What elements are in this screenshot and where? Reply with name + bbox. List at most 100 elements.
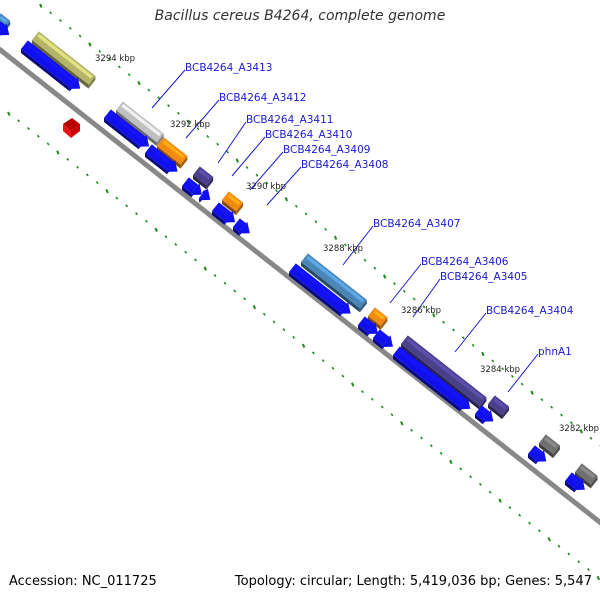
- tick-dot: [115, 196, 119, 200]
- gene-label-a3412: BCB4264_A3412: [219, 92, 306, 104]
- kbp-label: 3282 kbp: [559, 424, 599, 434]
- tick-dot: [108, 57, 112, 61]
- tick-dot: [39, 3, 43, 8]
- tick-dot: [528, 521, 531, 525]
- tick-dot: [560, 413, 563, 417]
- tick-dot: [194, 258, 197, 262]
- tick-dot: [272, 320, 276, 324]
- tick-dot: [471, 343, 475, 347]
- tick-dot: [56, 150, 60, 155]
- kbp-label: 3290 kbp: [246, 182, 286, 192]
- tick-dot: [478, 482, 482, 486]
- tick-dot: [461, 336, 465, 340]
- tick-dot: [363, 258, 367, 262]
- tick-dot: [235, 158, 240, 163]
- tick-dot: [400, 421, 404, 426]
- tick-dot: [262, 312, 266, 316]
- tick-dot: [206, 135, 210, 138]
- tick-dot: [331, 366, 335, 370]
- tick-dot: [78, 34, 82, 38]
- tick-dot: [520, 382, 524, 386]
- tick-dot: [361, 390, 364, 394]
- tick-dot: [164, 235, 168, 239]
- gene-label-phna1: phnA1: [538, 346, 572, 358]
- cds-arrow: [104, 109, 150, 150]
- tick-dot: [537, 529, 541, 533]
- darkgrey-feature: [539, 434, 560, 459]
- tick-dot: [518, 513, 522, 517]
- tick-dot: [481, 351, 485, 357]
- red-feature: [63, 118, 80, 138]
- gene-labels: BCB4264_A3413 BCB4264_A3412 BCB4264_A341…: [151, 62, 574, 393]
- tick-dot: [380, 405, 384, 409]
- tick-dot: [540, 398, 544, 402]
- tick-dot: [95, 181, 99, 185]
- tick-dot: [596, 575, 600, 581]
- tick-dot: [301, 343, 306, 349]
- tick-dot: [343, 243, 347, 247]
- tick-dot: [137, 81, 141, 86]
- tick-dot: [167, 104, 170, 108]
- leader-line: [185, 99, 220, 139]
- tick-dot: [498, 498, 502, 503]
- cds-arrow: [0, 21, 10, 37]
- tick-dot: [547, 537, 551, 542]
- tick-dot: [353, 251, 357, 255]
- gene-label-a3405: BCB4264_A3405: [440, 271, 527, 283]
- tick-dot: [233, 289, 237, 293]
- leader-line: [454, 312, 487, 353]
- leader-line: [266, 166, 302, 206]
- tick-dot: [311, 351, 315, 355]
- tick-dot: [174, 243, 178, 246]
- tick-dot: [59, 19, 62, 22]
- tick-dot: [410, 428, 414, 432]
- tick-dot: [469, 475, 473, 479]
- tick-dot: [49, 11, 53, 15]
- leader-line: [507, 353, 539, 393]
- gene-label-a3413: BCB4264_A3413: [185, 62, 272, 74]
- leader-line: [342, 225, 374, 266]
- kbp-labels: 3294 kbp 3292 kbp 3290 kbp 3288 kbp 3286…: [95, 54, 599, 434]
- tick-dot: [213, 274, 217, 277]
- gene-label-a3407: BCB4264_A3407: [373, 218, 460, 230]
- leader-line: [231, 136, 266, 177]
- kbp-label: 3284 kbp: [480, 365, 520, 375]
- tick-dot: [557, 544, 561, 548]
- tick-dot: [579, 429, 583, 434]
- tick-dot: [226, 150, 229, 154]
- cds-arrow: [475, 405, 494, 425]
- tick-dot: [243, 297, 247, 301]
- tick-dot: [422, 305, 426, 309]
- tick-dot: [7, 111, 11, 116]
- tick-dot: [432, 313, 436, 318]
- tick-dot: [17, 119, 21, 123]
- tick-dot: [255, 173, 259, 177]
- tick-dot: [488, 490, 492, 494]
- tick-dot: [117, 65, 121, 69]
- tick-dot: [216, 142, 220, 146]
- tick-dot: [587, 568, 590, 571]
- cds-arrow: [373, 329, 393, 350]
- tick-dot: [154, 227, 158, 233]
- cds-arrow: [393, 346, 471, 412]
- tick-dot: [452, 328, 455, 332]
- steel-feature: [301, 253, 367, 313]
- tick-dot: [275, 189, 279, 193]
- leader-line: [249, 151, 284, 191]
- tick-dot: [491, 359, 495, 363]
- leader-line: [389, 263, 422, 304]
- tick-dot: [125, 204, 129, 208]
- tick-dot: [284, 196, 289, 202]
- tick-dot: [567, 552, 571, 556]
- kbp-label: 3286 kbp: [401, 306, 441, 316]
- tick-dot: [341, 374, 345, 378]
- tick-dot: [508, 506, 512, 510]
- tick-dot: [176, 111, 180, 115]
- cds-arrow: [289, 263, 351, 317]
- tick-dot: [292, 335, 296, 339]
- tick-dot: [265, 181, 269, 185]
- tick-dot: [420, 436, 423, 440]
- tick-dot: [412, 297, 416, 301]
- tick-dot: [184, 250, 188, 254]
- gene-label-a3406: BCB4264_A3406: [421, 256, 509, 268]
